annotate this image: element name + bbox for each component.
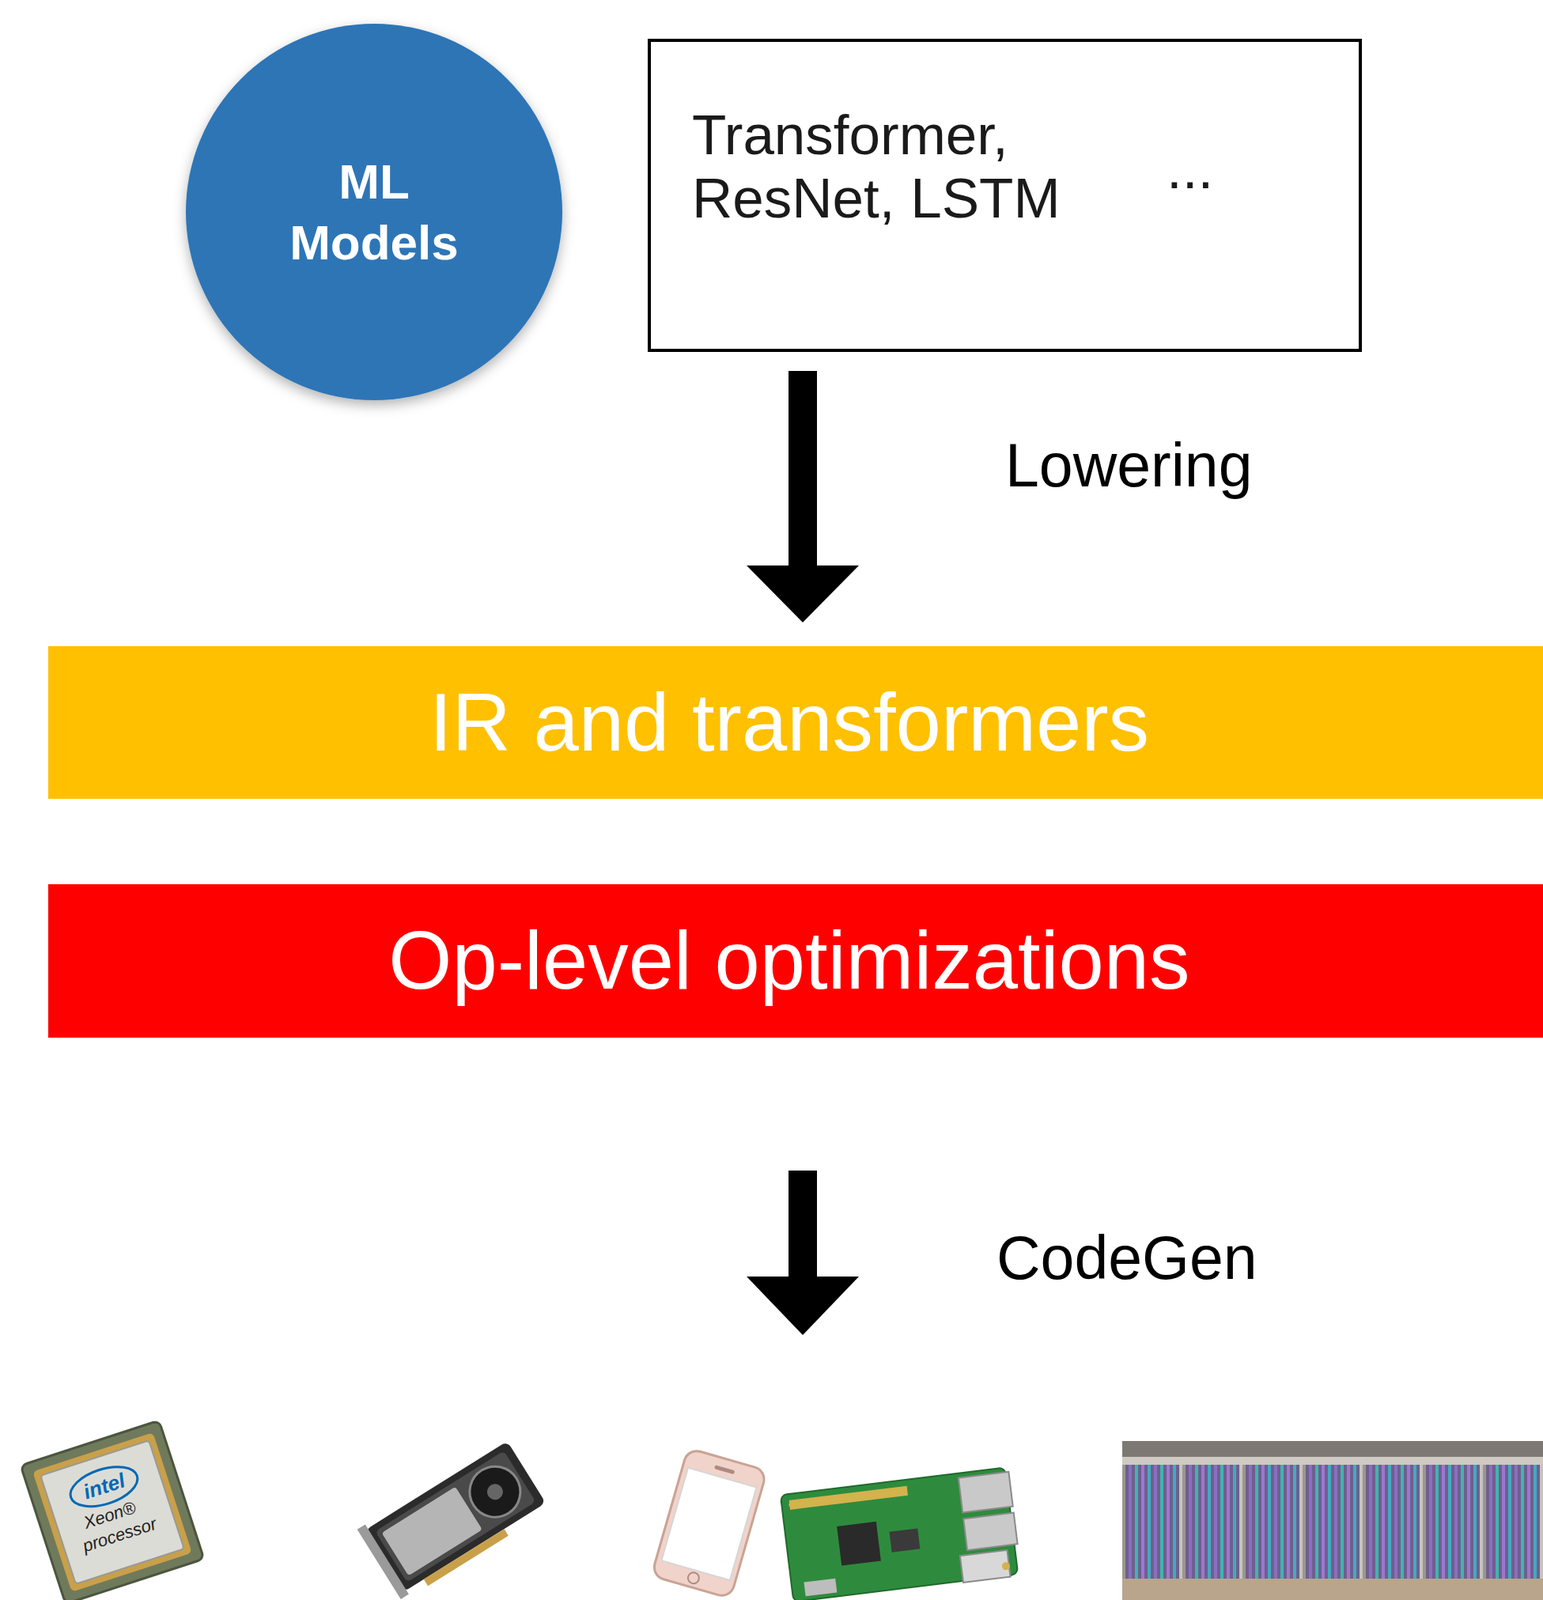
gpu-card-part [357, 1524, 409, 1600]
raspberry-pi [780, 1467, 1022, 1600]
codegen-arrow-part [788, 1170, 817, 1279]
xeon-chip-part [40, 1440, 184, 1584]
circle-fill [185, 23, 563, 401]
raspberry-pi-part [836, 1521, 882, 1566]
raspberry-pi-part [963, 1512, 1018, 1551]
server-rack-part [1122, 1578, 1543, 1600]
flow-arrow [746, 370, 859, 623]
raspberry-pi-part [960, 1550, 1011, 1583]
node-text: ... [1166, 136, 1214, 201]
server-rack-part [1122, 1456, 1543, 1589]
server-rack-part [1122, 1456, 1543, 1465]
raspberry-pi-part [889, 1527, 921, 1552]
xeon-chip-part [32, 1432, 193, 1593]
phone-part [686, 1571, 700, 1585]
node-text: Transformer, ResNet, LSTM [692, 103, 1135, 230]
step-label: CodeGen [996, 1224, 1258, 1292]
arrow-head [746, 565, 859, 623]
brand-logo: intel [79, 1468, 128, 1504]
raspberry-pi-part [958, 1471, 1014, 1513]
server-rack-part [1122, 1440, 1543, 1600]
gpu-card-part [423, 1528, 509, 1586]
node-text: ML Models [275, 151, 473, 274]
raspberry-pi-part [788, 1500, 798, 1509]
op-opt-band: Op-level optimizations [48, 884, 1543, 1038]
codegen-arrow-part [746, 1276, 859, 1335]
model-list-box: Transformer, ResNet, LSTM... [647, 38, 1362, 352]
xeon-chip [20, 1420, 205, 1600]
gpu-card-part [484, 1480, 507, 1503]
raspberry-pi-part [789, 1486, 908, 1510]
phone-part [714, 1464, 735, 1475]
model-circle: ML Models [174, 12, 574, 412]
phone-part [651, 1448, 768, 1599]
server-rack [1122, 1440, 1543, 1600]
gpu-card-part [460, 1456, 530, 1527]
phone [651, 1448, 768, 1599]
server-rack-part [1122, 1440, 1543, 1457]
raspberry-pi-part [780, 1467, 1018, 1600]
gpu-card [357, 1437, 551, 1600]
ir-band: IR and transformers [48, 646, 1543, 799]
node-text: IR and transformers [429, 676, 1162, 770]
gpu-card-part [381, 1486, 483, 1577]
edge-label: Lowering [1005, 430, 1252, 501]
codegen-arrow [746, 1170, 859, 1335]
xeon-chip-part [20, 1420, 205, 1600]
circle-outline [174, 12, 574, 412]
arrow-shaft [788, 370, 817, 568]
phone-part [661, 1467, 757, 1581]
raspberry-pi-part [1001, 1561, 1010, 1571]
node-text: Op-level optimizations [388, 914, 1203, 1008]
raspberry-pi-part [803, 1578, 837, 1597]
